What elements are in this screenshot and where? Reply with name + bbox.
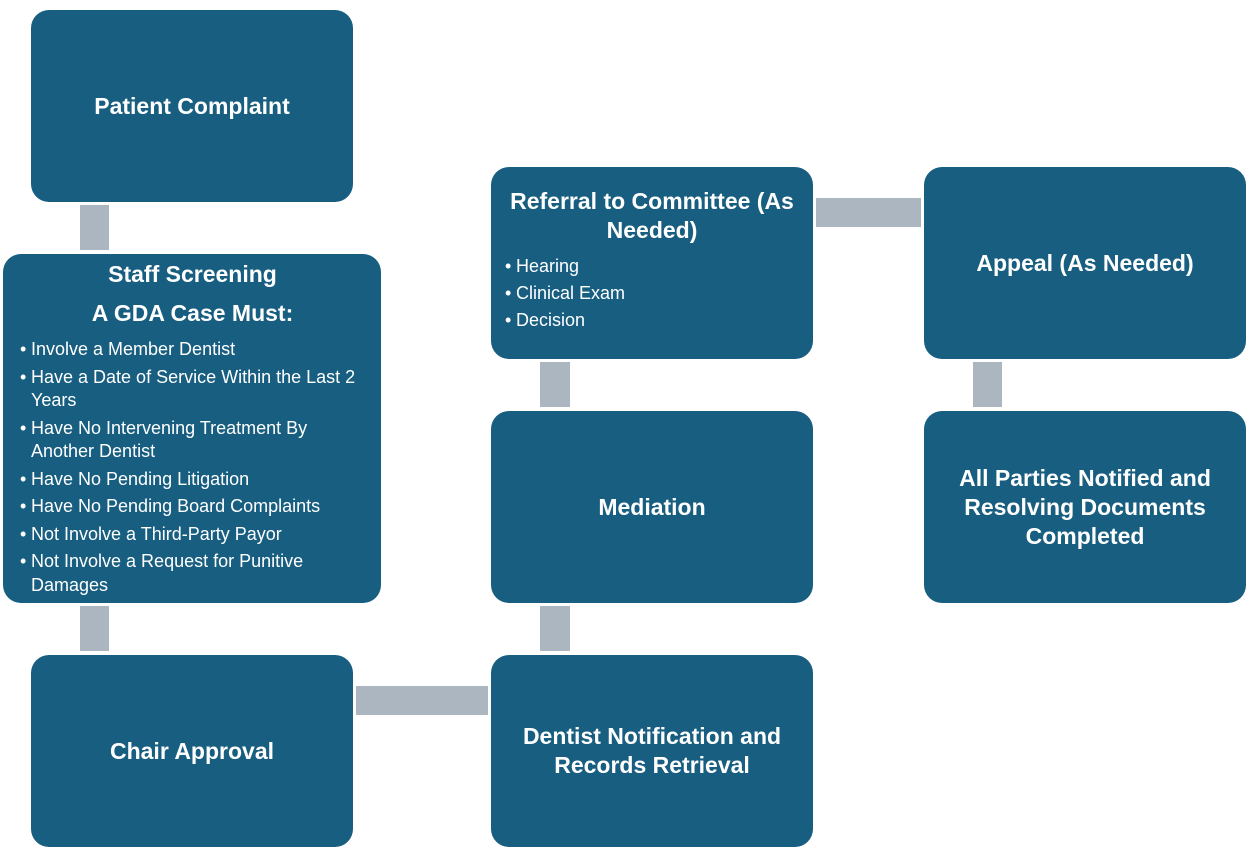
list-item: Have a Date of Service Within the Last 2… — [20, 366, 365, 413]
node-mediation: Mediation — [491, 411, 813, 603]
list-item: Decision — [505, 309, 799, 333]
node-staff-screening: Staff Screening A GDA Case Must: Involve… — [3, 254, 381, 603]
node-title: Chair Approval — [109, 737, 274, 764]
node-all-parties-notified: All Parties Notified and Resolving Docum… — [924, 411, 1246, 603]
node-title: Referral to Committee (As Needed) — [510, 188, 794, 243]
referral-steps-list: Hearing Clinical Exam Decision — [505, 255, 799, 336]
list-item: Not Involve a Third-Party Payor — [20, 523, 365, 547]
list-item: Have No Intervening Treatment By Another… — [20, 417, 365, 464]
node-title: Staff Screening — [108, 261, 277, 287]
list-item: Clinical Exam — [505, 282, 799, 306]
node-chair-approval: Chair Approval — [31, 655, 353, 847]
connector-complaint-screening — [80, 205, 109, 250]
list-item: Have No Pending Litigation — [20, 468, 365, 492]
node-subtitle: A GDA Case Must: — [91, 300, 294, 326]
node-title: Mediation — [598, 493, 706, 520]
connector-mediation-referral — [540, 362, 570, 407]
node-patient-complaint: Patient Complaint — [31, 10, 353, 202]
node-title: Appeal (As Needed) — [976, 249, 1194, 276]
list-item: Involve a Member Dentist — [20, 338, 365, 362]
list-item: Hearing — [505, 255, 799, 279]
node-appeal: Appeal (As Needed) — [924, 167, 1246, 359]
list-item: Have No Pending Board Complaints — [20, 495, 365, 519]
connector-referral-appeal — [816, 198, 921, 227]
node-title: Patient Complaint — [94, 92, 290, 119]
criteria-list: Involve a Member Dentist Have a Date of … — [20, 338, 365, 601]
node-title: All Parties Notified and Resolving Docum… — [959, 464, 1211, 549]
connector-chair-dentist — [356, 686, 488, 715]
connector-screening-chair — [80, 606, 109, 651]
list-item: Not Involve a Request for Punitive Damag… — [20, 550, 365, 597]
node-referral-to-committee: Referral to Committee (As Needed) Hearin… — [491, 167, 813, 359]
connector-appeal-notified — [973, 362, 1002, 407]
node-title: Dentist Notification and Records Retriev… — [522, 723, 782, 778]
connector-dentist-mediation — [540, 606, 570, 651]
node-dentist-notification: Dentist Notification and Records Retriev… — [491, 655, 813, 847]
